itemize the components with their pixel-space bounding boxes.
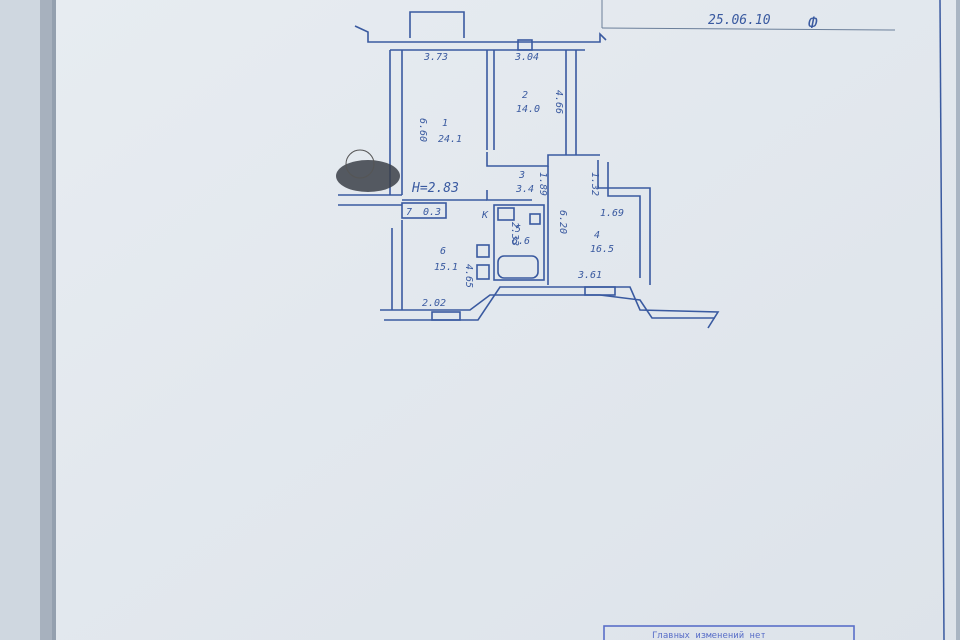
room6-area: 15.1 <box>434 262 458 273</box>
dim-room4-bottom: 3.61 <box>577 270 602 281</box>
kitchen-window <box>431 311 461 321</box>
dim-top-left: 3.73 <box>423 52 448 63</box>
room7-area: 0.3 <box>423 207 441 218</box>
right-margin-line <box>939 0 945 640</box>
room5-number: 5 <box>515 224 521 235</box>
kitchen-sink <box>476 264 490 280</box>
dim-top-right: 3.04 <box>514 52 539 63</box>
bottom-wall-outer <box>384 286 720 329</box>
room2-number: 2 <box>522 90 528 101</box>
dim-room4-width: 1.69 <box>600 208 624 219</box>
room7-number: 7 <box>406 207 412 218</box>
room3-area: 3.4 <box>515 184 534 195</box>
room4-area: 16.5 <box>590 244 614 255</box>
top-wall <box>354 25 607 43</box>
stamp: Главных изменений нет <box>603 625 855 640</box>
kitchen-mark: К <box>481 210 489 221</box>
balcony-top <box>409 11 465 38</box>
stamp-text: Главных изменений нет <box>652 631 766 640</box>
bathroom-outline <box>493 204 545 281</box>
header-initial: Ф <box>808 13 818 32</box>
ceiling-height: H=2.83 <box>411 181 459 196</box>
top-window <box>517 39 533 51</box>
dim-room6-bottom: 2.02 <box>422 298 446 309</box>
stamp-border <box>603 625 855 640</box>
room7-box <box>401 202 447 219</box>
room4-window <box>584 286 616 296</box>
dim-room4-top: 1.32 <box>589 172 600 196</box>
room4-number: 4 <box>594 230 600 241</box>
floor-plan <box>338 11 720 329</box>
dim-room4-left: 6.20 <box>557 210 568 234</box>
room1-area: 24.1 <box>438 134 462 145</box>
room6-number: 6 <box>440 246 446 257</box>
dim-room5-side: 2.33 <box>509 222 520 246</box>
bathtub <box>497 255 539 279</box>
room2-area: 14.0 <box>516 104 540 115</box>
dim-room2-side: 4.66 <box>553 90 564 114</box>
dim-room6-side: 4.65 <box>463 264 474 288</box>
toilet <box>529 213 541 225</box>
sheet-shadow <box>40 0 58 640</box>
room5-area: 6.6 <box>512 236 530 247</box>
dim-left-height: 6.60 <box>417 118 428 142</box>
room4-right-wall-inner <box>607 162 641 278</box>
header-date: 25.06.10 <box>708 13 771 28</box>
dim-room3-side: 1.89 <box>537 172 548 196</box>
room1-number: 1 <box>442 118 448 129</box>
sink <box>497 207 515 221</box>
room4-right-wall <box>597 160 651 285</box>
paper-sheet <box>56 0 956 640</box>
header-box-bottom <box>601 27 896 31</box>
redaction-circle <box>345 149 375 179</box>
room3-number: 3 <box>518 170 525 181</box>
stove <box>476 244 490 258</box>
